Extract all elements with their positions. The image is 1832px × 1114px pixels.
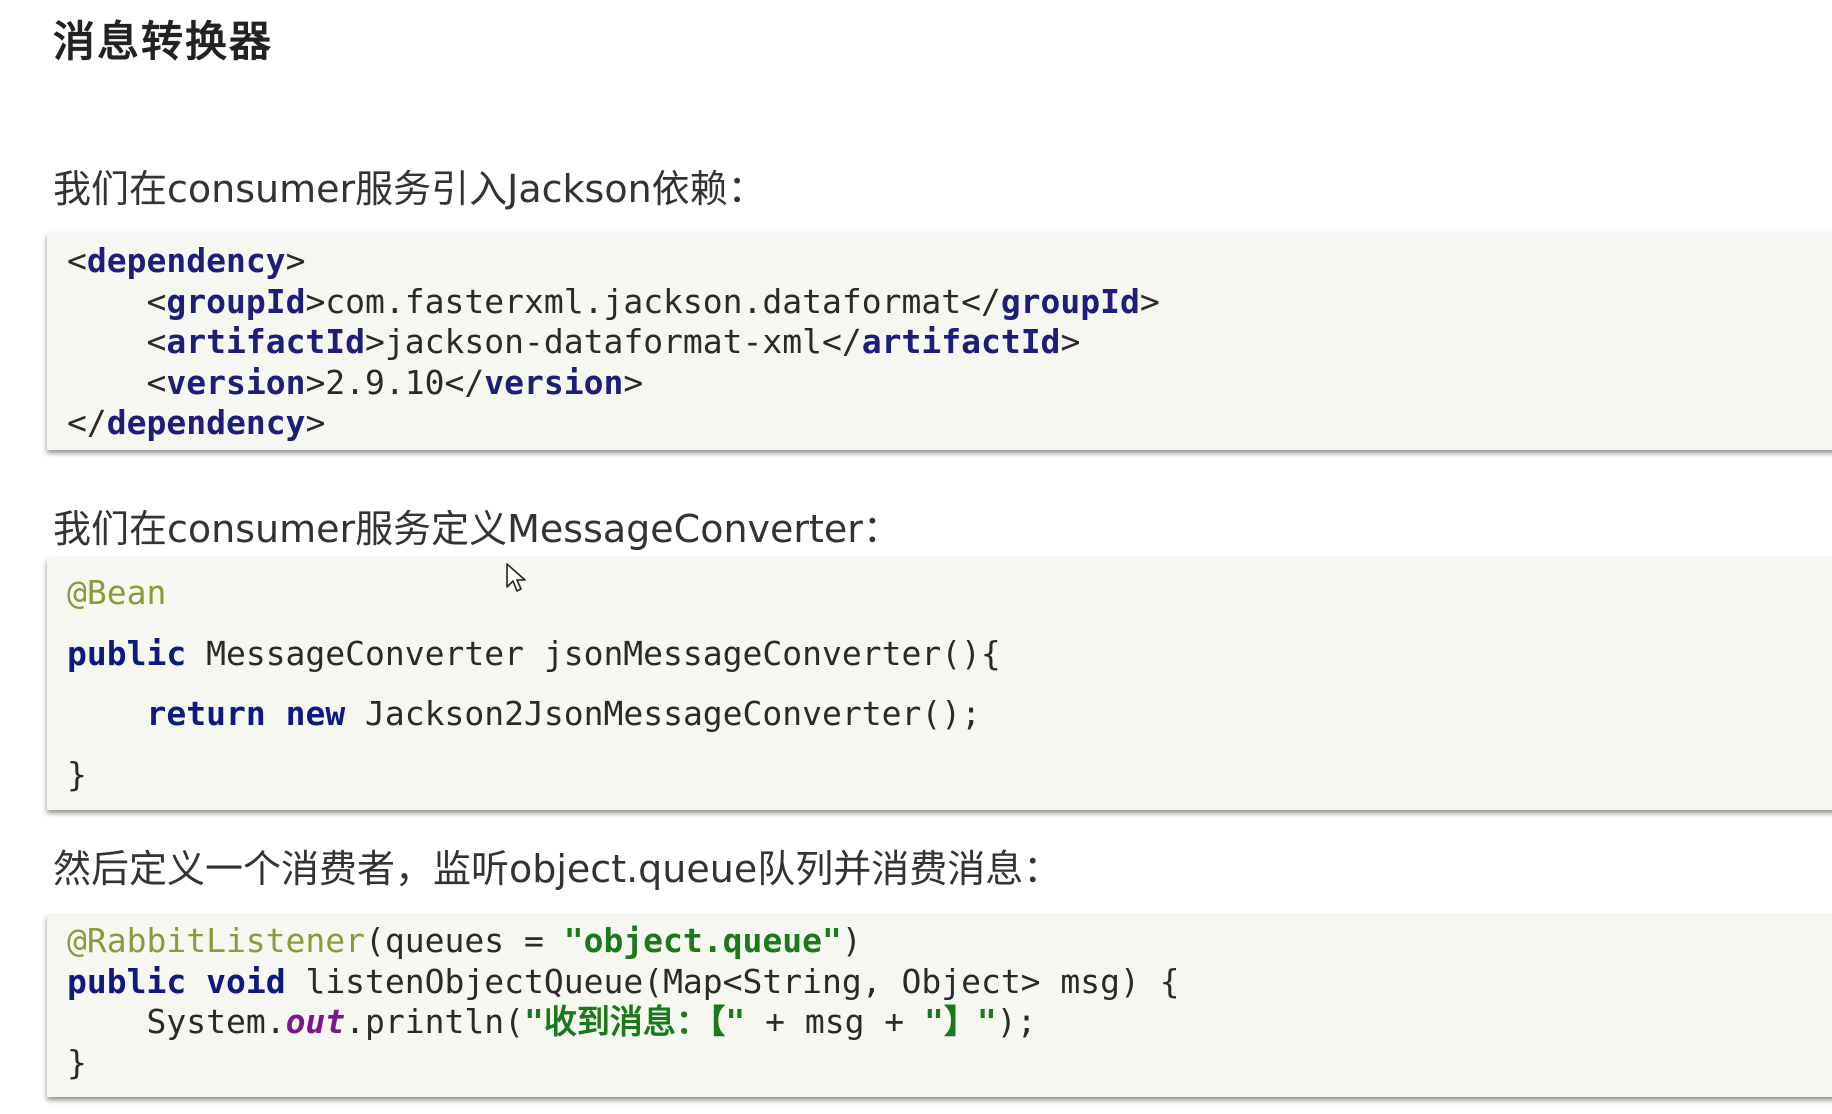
page-title: 消息转换器 xyxy=(53,17,274,66)
code-line: return new Jackson2JsonMessageConverter(… xyxy=(146,694,981,733)
code-line: <version>2.9.10</version> xyxy=(146,362,644,402)
intro-consumer-listener: 然后定义一个消费者，监听object.queue队列并消费消息： xyxy=(53,847,1062,891)
code-block-message-converter: @Bean public MessageConverter jsonMessag… xyxy=(47,558,1832,810)
code-line: } xyxy=(67,754,87,794)
code-block-dependency: <dependency> <groupId>com.fasterxml.jack… xyxy=(47,233,1832,450)
code-line: </dependency> xyxy=(67,403,326,442)
mouse-pointer-icon xyxy=(506,563,526,592)
code-line: public MessageConverter jsonMessageConve… xyxy=(67,633,1001,673)
code-line: @RabbitListener(queues = "object.queue") xyxy=(67,921,862,960)
code-line: System.out.println("收到消息：【" + msg + "】")… xyxy=(146,1002,1037,1041)
code-line: public void listenObjectQueue(Map<String… xyxy=(67,961,1180,1001)
code-line: <groupId>com.fasterxml.jackson.dataforma… xyxy=(146,281,1160,321)
code-line: } xyxy=(67,1042,87,1082)
code-line: <dependency> xyxy=(67,241,306,280)
code-line: <artifactId>jackson-dataformat-xml</arti… xyxy=(146,322,1081,361)
intro-jackson-dependency: 我们在consumer服务引入Jackson依赖： xyxy=(53,167,766,211)
code-line: @Bean xyxy=(67,573,167,612)
code-block-listener: @RabbitListener(queues = "object.queue")… xyxy=(47,915,1832,1097)
intro-message-converter: 我们在consumer服务定义MessageConverter： xyxy=(53,507,901,551)
